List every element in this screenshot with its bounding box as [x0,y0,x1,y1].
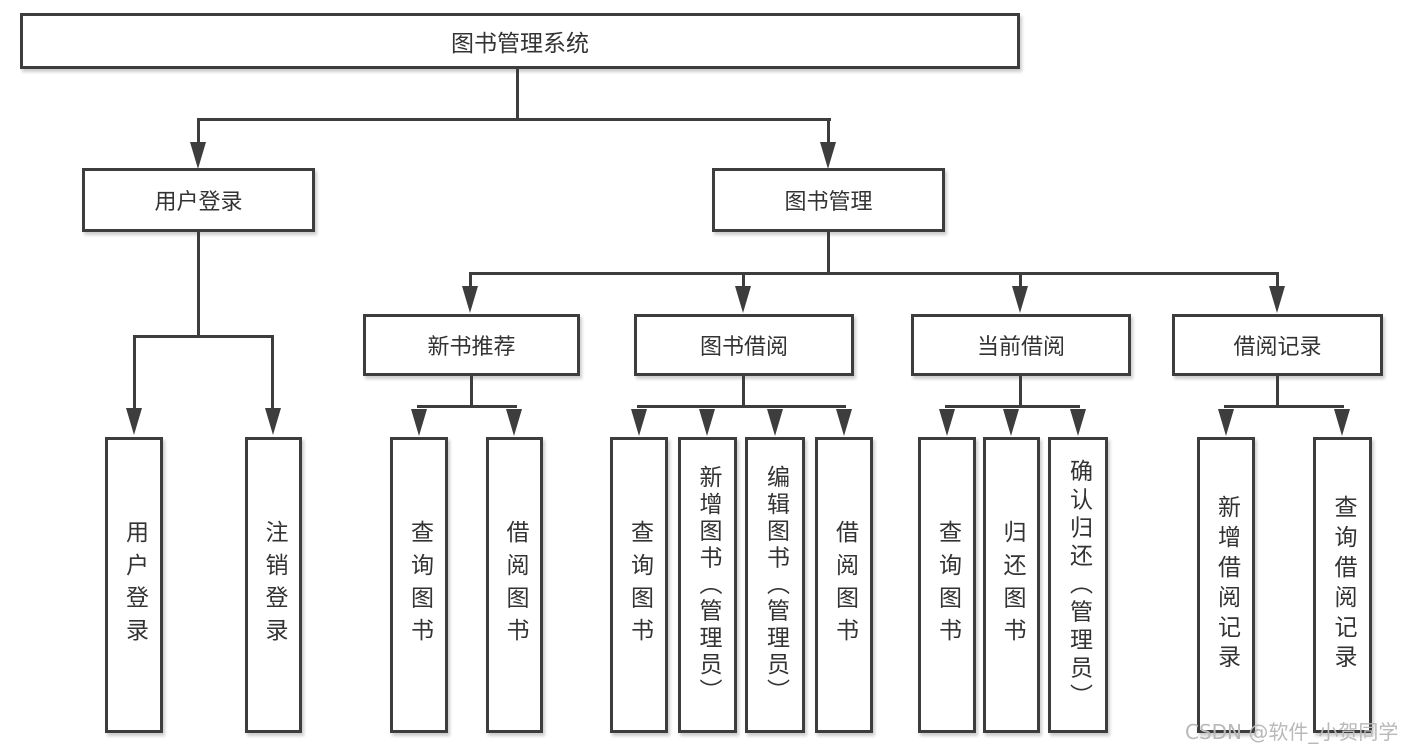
arrow-down-icon [631,409,647,436]
arrow-down-icon [265,408,281,435]
arrow-down-icon [411,409,427,436]
node-book-management: 图书管理 [712,168,945,232]
arrow-down-icon [1269,286,1285,313]
node-user-login: 用户登录 [82,168,315,232]
leaf-edit-book-admin: 编辑图书（管理员） [745,437,805,733]
leaf-add-book-admin: 新增图书（管理员） [678,437,737,733]
node-label: 图书管理系统 [451,31,589,57]
connector-line [197,118,831,121]
connector-line [469,275,472,288]
leaf-label: 借阅图书 [831,519,858,651]
leaf-query-borrow-record: 查询借阅记录 [1313,437,1372,733]
leaf-label: 编辑图书（管理员） [762,464,789,706]
arrow-down-icon [939,409,955,436]
connector-line [827,232,830,274]
connector-line [742,275,745,288]
connector-line [417,405,517,408]
leaf-user-login: 用户登录 [105,437,163,733]
leaf-query-books: 查询图书 [610,437,668,733]
leaf-label: 查询图书 [626,519,653,651]
arrow-down-icon [190,142,206,169]
leaf-logout: 注销登录 [245,437,302,733]
node-label: 新书推荐 [427,335,516,360]
arrow-down-icon [735,286,751,313]
connector-line [469,272,1279,275]
connector-line [271,338,274,409]
leaf-add-borrow-record: 新增借阅记录 [1197,437,1255,733]
arrow-down-icon [767,409,783,436]
node-label: 用户登录 [154,190,243,215]
connector-line [1276,275,1279,288]
node-borrowing-records: 借阅记录 [1172,314,1383,376]
connector-line [1019,275,1022,288]
leaf-label: 注销登录 [261,519,287,651]
connector-line [1224,405,1344,408]
leaf-borrow-books: 借阅图书 [486,437,543,733]
connector-line [637,405,846,408]
arrow-down-icon [699,409,715,436]
connector-line [742,374,745,407]
leaf-borrow-books: 借阅图书 [815,437,873,733]
node-new-book-recommend: 新书推荐 [363,314,580,376]
arrow-down-icon [1334,409,1350,436]
leaf-label: 借阅图书 [502,519,528,651]
leaf-query-books: 查询图书 [390,437,448,733]
arrow-down-icon [1070,409,1086,436]
connector-line [197,232,200,337]
node-label: 图书管理 [784,190,873,215]
connector-line [133,335,274,338]
leaf-label: 用户登录 [121,519,148,651]
connector-line [470,374,473,407]
arrow-down-icon [1012,286,1028,313]
node-current-borrowing: 当前借阅 [911,314,1131,376]
connector-line [1276,374,1279,407]
node-label: 当前借阅 [976,335,1065,360]
arrow-down-icon [506,409,522,436]
node-book-borrowing: 图书借阅 [634,314,854,376]
leaf-label: 查询图书 [934,519,961,651]
connector-line [516,68,519,121]
leaf-label: 查询图书 [406,519,433,651]
connector-line [133,338,136,409]
arrow-down-icon [1218,409,1234,436]
leaf-query-books: 查询图书 [918,437,976,733]
arrow-down-icon [126,408,142,435]
leaf-label: 归还图书 [999,519,1025,651]
arrow-down-icon [836,409,852,436]
leaf-confirm-return-admin: 确认归还（管理员） [1048,437,1108,733]
leaf-label: 新增借阅记录 [1213,495,1240,675]
node-label: 借阅记录 [1233,335,1322,360]
connector-line [1019,374,1022,407]
leaf-label: 新增图书（管理员） [695,464,721,706]
leaf-return-book: 归还图书 [983,437,1040,733]
arrow-down-icon [820,142,836,169]
connector-line [197,121,200,144]
arrow-down-icon [462,286,478,313]
connector-line [827,121,830,144]
leaf-label: 查询借阅记录 [1330,495,1356,675]
node-label: 图书借阅 [699,335,788,360]
leaf-label: 确认归还（管理员） [1065,458,1092,712]
csdn-watermark: CSDN @软件_小贺同学 [1185,720,1399,744]
connector-line [945,405,1080,408]
node-library-management-system: 图书管理系统 [20,13,1020,69]
arrow-down-icon [1003,409,1019,436]
